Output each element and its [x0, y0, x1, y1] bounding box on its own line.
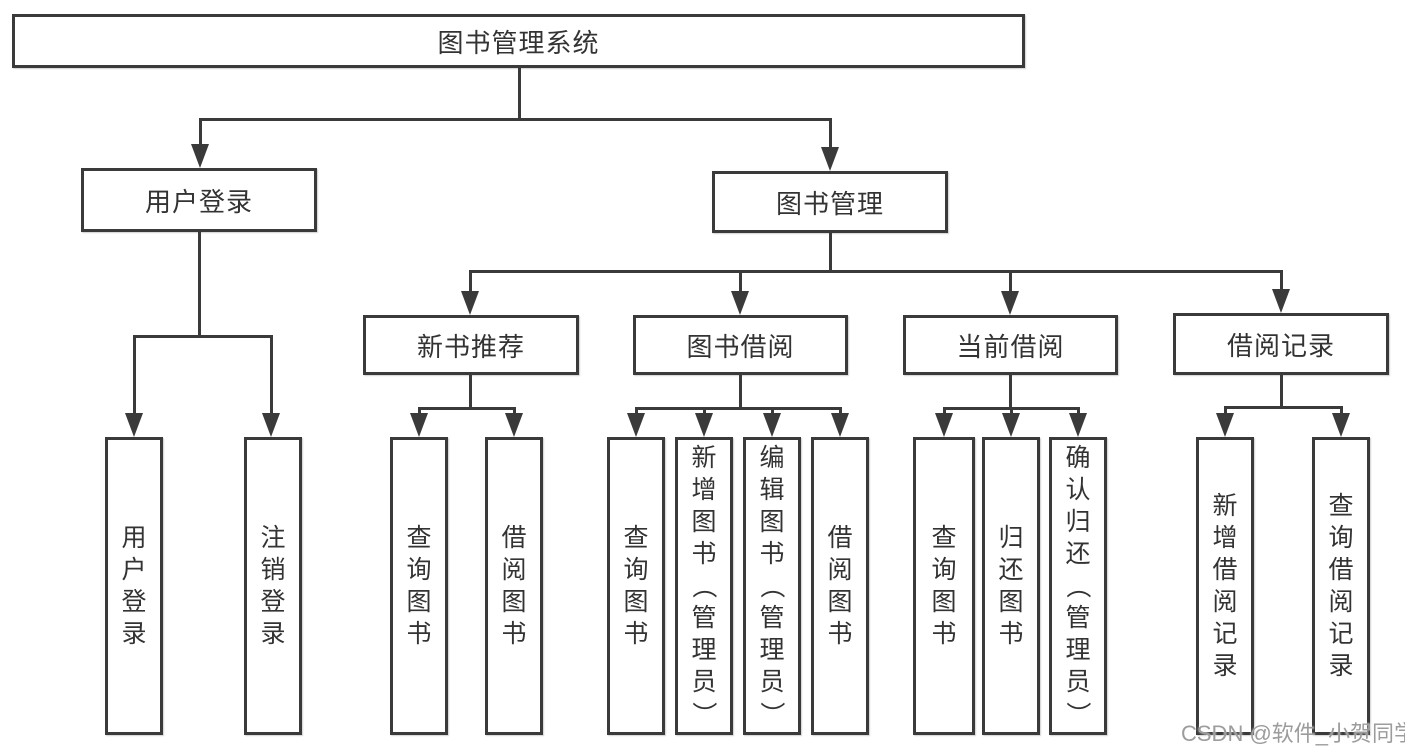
leaf-query-book-recommend: 查询图书: [390, 437, 448, 735]
leaf-logout: 注销登录: [244, 437, 302, 735]
node-new-book-recommend: 新书推荐: [363, 315, 579, 375]
connector-borrow-record-branch: [1224, 406, 1342, 409]
node-label: 当前借阅: [956, 331, 1065, 362]
leaf-query-borrow-record: 查询借阅记录: [1312, 437, 1370, 735]
node-label: 用户登录: [144, 186, 253, 217]
node-label: 新增借阅记录: [1212, 492, 1238, 680]
connector-book-borrow-stem: [739, 375, 742, 410]
leaf-query-book: 查询图书: [607, 437, 665, 735]
node-label: 用户登录: [121, 524, 147, 648]
connector-new-book-stem: [469, 375, 472, 410]
connector-user-login-stem: [198, 232, 201, 338]
node-label: 新增图书（管理员）: [689, 444, 718, 727]
node-label: 查询图书: [406, 524, 432, 648]
node-label: 查询借阅记录: [1328, 492, 1354, 680]
node-label: 确认归还（管理员）: [1063, 444, 1092, 727]
connector-new-book-branch: [418, 407, 516, 410]
node-user-login: 用户登录: [81, 168, 317, 232]
node-label: 查询图书: [623, 524, 649, 648]
connector-current-borrow-stem: [1009, 375, 1012, 410]
leaf-user-login: 用户登录: [105, 437, 163, 735]
node-label: 注销登录: [260, 524, 286, 648]
leaf-edit-book-admin: 编辑图书（管理员）: [743, 437, 801, 735]
leaf-borrow-book: 借阅图书: [811, 437, 869, 735]
node-label: 归还图书: [998, 524, 1024, 648]
leaf-confirm-return-admin: 确认归还（管理员）: [1049, 437, 1107, 735]
node-label: 借阅图书: [827, 524, 853, 648]
leaf-query-current: 查询图书: [913, 437, 975, 735]
node-library-system: 图书管理系统: [12, 14, 1025, 68]
leaf-add-book-admin: 新增图书（管理员）: [675, 437, 733, 735]
connector-book-mgmt-stem: [829, 233, 832, 273]
leaf-add-borrow-record: 新增借阅记录: [1196, 437, 1254, 735]
node-borrow-record: 借阅记录: [1173, 313, 1389, 375]
node-label: 图书借阅: [686, 331, 795, 362]
connector-borrow-record-stem: [1280, 375, 1283, 409]
node-label: 图书管理: [775, 188, 884, 219]
connector-book-mgmt-branch: [469, 270, 1282, 273]
node-label: 编辑图书（管理员）: [757, 444, 786, 727]
connector-book-borrow-branch: [635, 407, 841, 410]
connector-root-stem: [518, 68, 521, 121]
connector-root-branch: [199, 118, 832, 121]
node-label: 新书推荐: [416, 331, 525, 362]
node-book-management: 图书管理: [712, 171, 948, 233]
csdn-watermark: CSDN @软件_小贺同学: [1181, 721, 1405, 746]
node-label: 查询图书: [931, 524, 957, 648]
node-label: 借阅记录: [1226, 330, 1335, 361]
node-label: 图书管理系统: [437, 27, 600, 58]
node-label: 借阅图书: [501, 524, 527, 648]
connector-user-login-branch: [133, 335, 273, 338]
node-current-borrow: 当前借阅: [903, 315, 1118, 375]
leaf-return-book: 归还图书: [982, 437, 1040, 735]
node-book-borrow: 图书借阅: [633, 315, 848, 375]
leaf-borrow-book-recommend: 借阅图书: [485, 437, 543, 735]
